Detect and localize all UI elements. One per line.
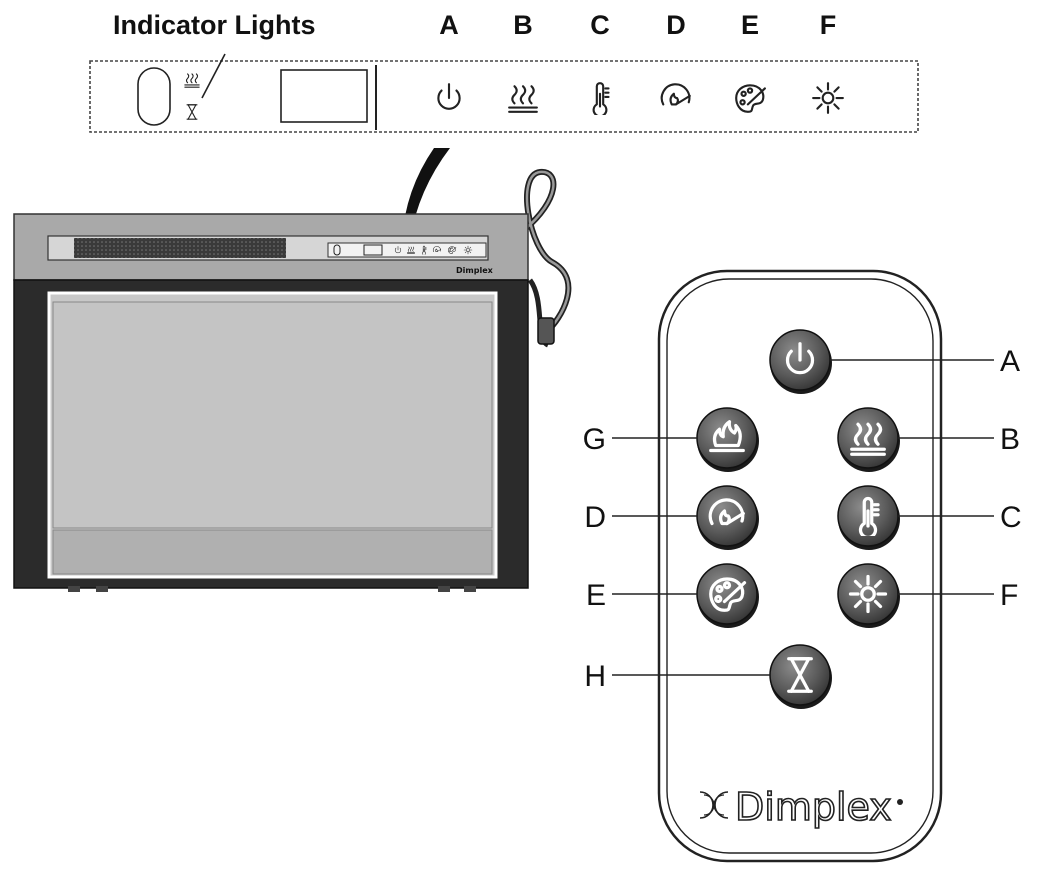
remote-button-set (696, 329, 900, 709)
remote-button-d[interactable] (696, 485, 759, 550)
remote-label-d: D (584, 501, 606, 534)
fireplace-brand-logo: Dimplex (456, 266, 494, 275)
remote-label-f: F (1000, 579, 1018, 612)
remote-button-e[interactable] (696, 563, 759, 628)
remote-button-f[interactable] (837, 563, 900, 628)
power-plug (537, 317, 555, 345)
indicator-lights-heading: Indicator Lights (113, 10, 316, 40)
remote-label-h: H (584, 660, 606, 693)
panel-letter-c: C (590, 10, 610, 40)
remote-control: Dimplex (657, 269, 943, 863)
panel-letter-headings: A B C D E F (439, 10, 836, 40)
remote-callout-labels: A B C D E F G H (583, 345, 1022, 693)
remote-button-b[interactable] (837, 407, 900, 472)
remote-button-h[interactable] (769, 644, 832, 709)
control-panel-strip (89, 53, 919, 133)
remote-button-a[interactable] (769, 329, 832, 394)
panel-letter-d: D (666, 10, 686, 40)
remote-label-b: B (1000, 423, 1020, 456)
dimplex-logo-mark (699, 791, 729, 819)
remote-label-c: C (1000, 501, 1022, 534)
display-window (280, 69, 368, 123)
remote-label-g: G (583, 423, 606, 456)
indicator-light-oval (137, 67, 171, 126)
remote-brand-logo: Dimplex (735, 785, 892, 829)
panel-letter-b: B (513, 10, 533, 40)
panel-letter-a: A (439, 10, 459, 40)
remote-label-e: E (586, 579, 606, 612)
panel-letter-e: E (741, 10, 759, 40)
remote-button-g[interactable] (696, 407, 759, 472)
remote-label-a: A (1000, 345, 1020, 378)
remote-button-c[interactable] (837, 485, 900, 550)
fireplace-insert: Dimplex (13, 168, 572, 592)
panel-letter-f: F (820, 10, 837, 40)
